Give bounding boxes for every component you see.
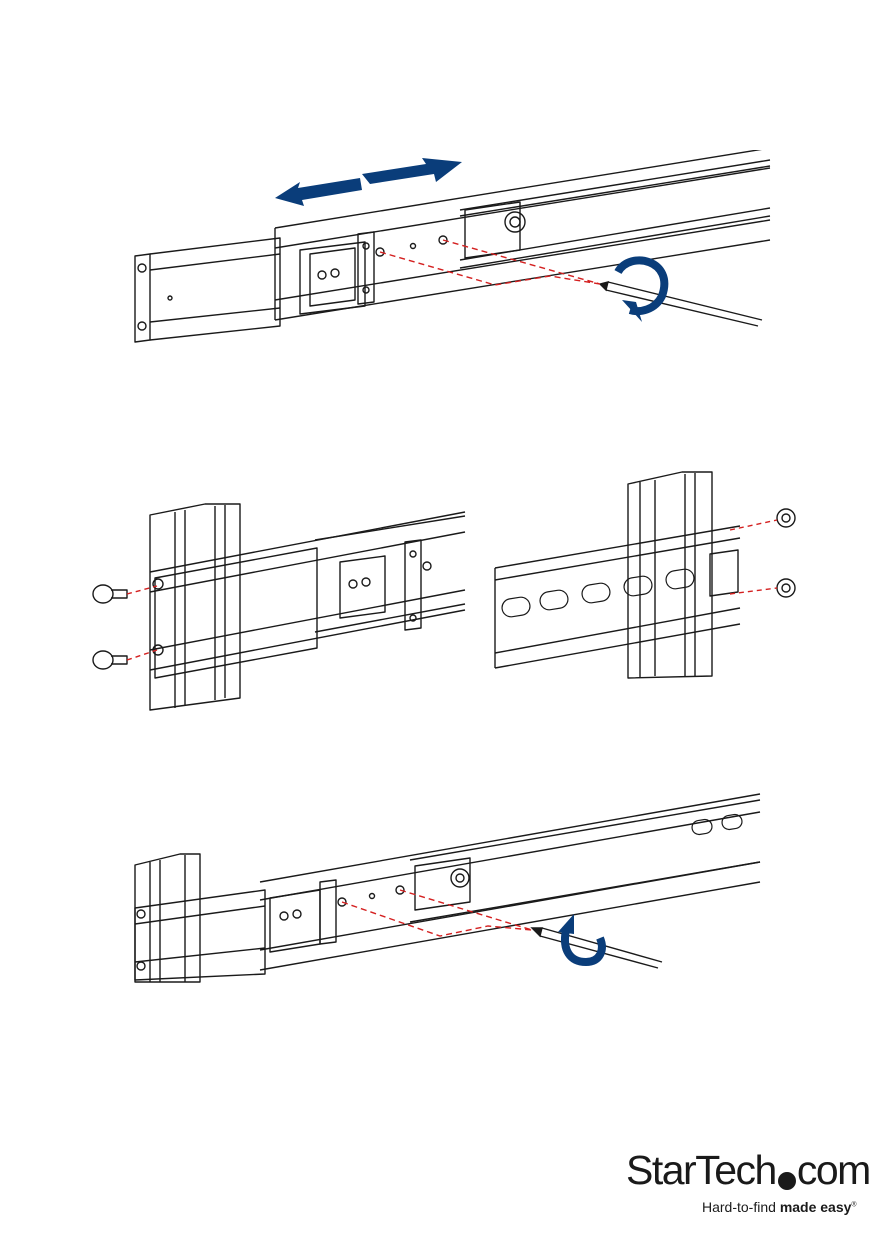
- rotate-arrow-icon: [565, 930, 602, 962]
- logo-part2: com: [797, 1147, 870, 1193]
- figure-slide-rail-adjust: [130, 150, 775, 350]
- tagline-light: Hard-to-find: [702, 1199, 780, 1215]
- figure-rear-post-mount: [490, 468, 810, 683]
- logo-tagline: Hard-to-find made easy®: [702, 1199, 857, 1215]
- screw-icon: [93, 585, 127, 669]
- logo-dot: [778, 1172, 796, 1190]
- figure-rail-tighten: [130, 790, 765, 985]
- double-arrow-icon: [275, 178, 362, 206]
- figure-front-post-mount: [85, 500, 470, 715]
- trademark: ®: [851, 1201, 856, 1208]
- nut-icon: [777, 509, 795, 597]
- tagline-bold: made easy: [780, 1199, 852, 1215]
- logo-part1: StarTech: [626, 1147, 776, 1193]
- logo-wordmark: StarTech com: [626, 1150, 870, 1191]
